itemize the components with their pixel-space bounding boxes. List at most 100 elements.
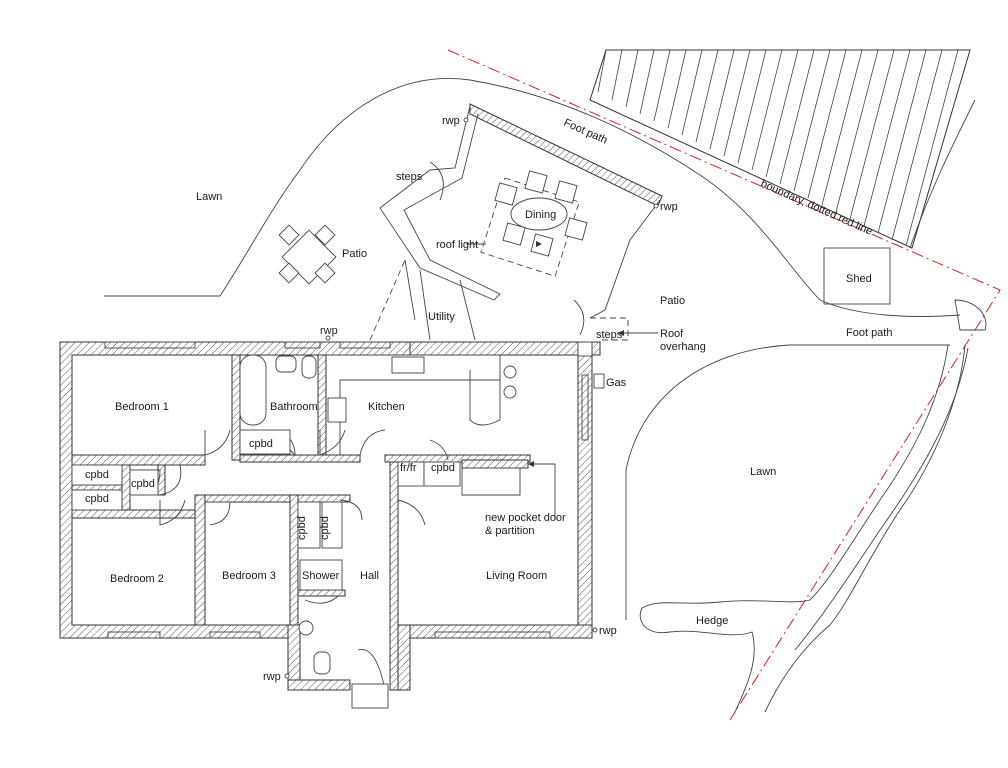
label-gas: Gas [606, 377, 627, 389]
cpbd-vert-2-box [321, 501, 343, 549]
steps-right-box [577, 341, 593, 357]
pocket-door-recess [461, 467, 521, 496]
roof-overhang-line [369, 259, 629, 341]
utility-walls [404, 259, 476, 341]
house-walls [59, 341, 601, 691]
bar-stool-2 [503, 385, 517, 399]
door-swing-right [573, 299, 585, 336]
label-foot-path-top: Foot path [562, 117, 609, 147]
label-rwp-bottom: rwp [263, 671, 281, 683]
fixtures [71, 341, 605, 709]
label-fr-fr: fr/fr [400, 462, 417, 474]
cpbd-left-1-box [71, 464, 123, 486]
lawn-edge-top [104, 78, 821, 301]
label-patio-left: Patio [342, 248, 367, 260]
kitchen-sink [391, 356, 425, 374]
foot-path-edge-lower [625, 344, 950, 620]
outer-wall-top-right [409, 341, 601, 356]
label-roof-light: roof light [436, 239, 478, 251]
label-hedge: Hedge [696, 615, 728, 627]
pocket-door-leader [528, 463, 556, 520]
cpbd-kitchen-box [423, 461, 461, 487]
gate-arc [954, 299, 987, 331]
label-steps-top: steps [396, 171, 423, 183]
label-steps-right: steps [596, 329, 623, 341]
dining-table [510, 197, 568, 231]
cpbd-vert-1-box [297, 501, 321, 549]
shed [823, 247, 891, 305]
wall-bed3-top [204, 494, 351, 503]
entrance-step [351, 683, 389, 709]
pocket-door-arrowhead [528, 461, 534, 467]
boundary-line [447, 49, 1001, 721]
label-roof-overhang-1: Roof [660, 328, 684, 340]
cpbd-hall-box [129, 469, 159, 496]
new-partition [461, 459, 529, 469]
wc-toilet [313, 651, 331, 675]
foot-path-edge-upper [819, 299, 961, 317]
label-cpbd-hall: cpbd [131, 478, 155, 490]
windows [104, 341, 589, 639]
dining-wall-left [379, 105, 501, 301]
wall-bed3-shower [289, 494, 299, 626]
roof-overhang-arrowhead [618, 330, 624, 336]
shower-box [299, 559, 343, 591]
label-cpbd-vert-2: cpbd [319, 516, 331, 540]
wc-basin [298, 620, 314, 636]
wall-bed1-bottom [71, 454, 206, 466]
roof-light-outline [480, 177, 580, 277]
label-hall: Hall [360, 570, 379, 582]
label-roof-overhang-2: overhang [660, 341, 706, 353]
label-lawn-top: Lawn [196, 191, 222, 203]
wall-bed1-bath [231, 354, 241, 461]
outer-wall-bottom-right [397, 624, 593, 639]
bath-tub [239, 354, 267, 426]
outer-wall-right [577, 341, 593, 639]
bar-stool-1 [503, 365, 517, 379]
label-bedroom3: Bedroom 3 [222, 570, 276, 582]
label-lawn-right: Lawn [750, 466, 776, 478]
dining-chairs [494, 170, 588, 257]
label-cpbd-left-2: cpbd [85, 493, 109, 505]
label-bedroom1: Bedroom 1 [115, 401, 169, 413]
label-living-room: Living Room [486, 570, 547, 582]
wall-stair-bottom [287, 679, 351, 691]
site-features [104, 49, 1001, 721]
label-rwp-utility: rwp [320, 325, 338, 337]
label-shed: Shed [846, 273, 872, 285]
label-new-pocket-door-1: new pocket door [485, 512, 566, 524]
label-utility: Utility [428, 311, 455, 323]
frfr-box [397, 461, 425, 487]
label-cpbd-vert-1: cpbd [296, 516, 308, 540]
label-cpbd-left-1: cpbd [85, 469, 109, 481]
wall-shower-bottom [297, 589, 346, 597]
hatched-building [589, 49, 971, 249]
label-shower: Shower [302, 570, 340, 582]
label-rwp-top: rwp [442, 115, 460, 127]
roof-light-arrowhead [536, 241, 542, 247]
toilet [301, 355, 317, 379]
path-edge-right [909, 99, 976, 249]
label-patio-right: Patio [660, 295, 685, 307]
hedge-outline [639, 344, 966, 713]
patio-furniture [278, 224, 337, 285]
wall-bed2-bed3 [194, 494, 206, 626]
door-swing-steps [429, 161, 444, 201]
label-boundary: boundary, dotted red line [759, 178, 874, 238]
hedge-inner-line [794, 347, 969, 651]
rwp-markers [284, 117, 659, 679]
wall-bed2-top [71, 509, 196, 519]
wall-cpbd-left [121, 464, 131, 511]
gas-meter [593, 373, 605, 389]
label-dining: Dining [525, 209, 556, 221]
label-bathroom: Bathroom [270, 401, 318, 413]
wall-bath-kitchen [317, 354, 327, 461]
label-rwp-living: rwp [599, 625, 617, 637]
wall-hall-living [389, 461, 399, 691]
label-rwp-dining: rwp [660, 201, 678, 213]
kitchen-peninsula [469, 370, 501, 426]
label-bedroom2: Bedroom 2 [110, 573, 164, 585]
cpbd-bath-box [239, 429, 291, 455]
cpbd-left-2-box [71, 489, 123, 511]
